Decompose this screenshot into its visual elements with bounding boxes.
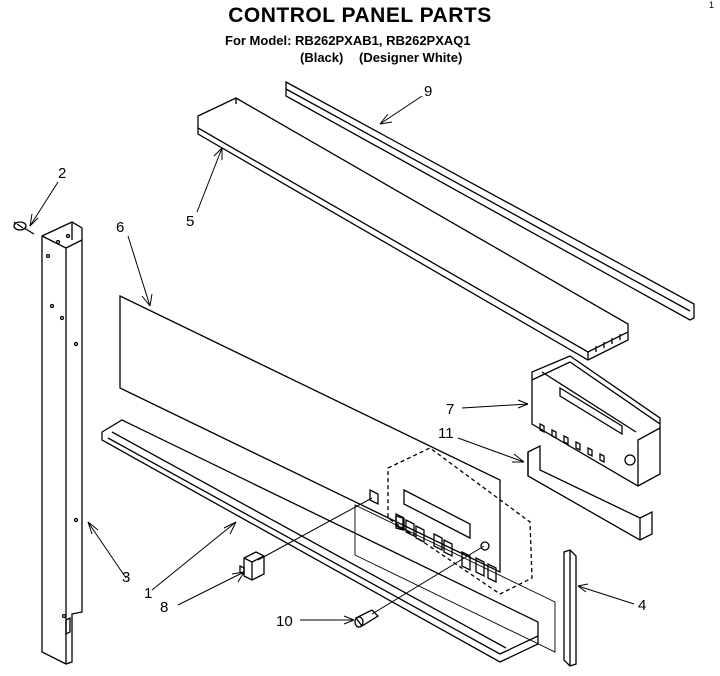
leader-lines (29, 95, 635, 625)
callout-4: 4 (638, 597, 646, 614)
part-3-side-bracket (41, 221, 83, 665)
callout-3: 3 (122, 569, 130, 586)
callout-1: 1 (144, 585, 152, 602)
variant-white: (Designer White) (358, 50, 463, 65)
callout-10: 10 (276, 613, 293, 630)
part-6-overlay-panel (119, 294, 501, 574)
callout-5: 5 (186, 213, 194, 230)
callout-6: 6 (116, 219, 124, 236)
callout-7: 7 (446, 401, 454, 418)
part-1-lower-trim (101, 419, 539, 663)
variant-black: (Black) (300, 50, 344, 65)
part-2-screw (13, 221, 35, 235)
callout-11: 11 (438, 425, 454, 442)
callout-9: 9 (424, 83, 432, 100)
part-8-switch (239, 551, 265, 581)
callout-labels: 9 5 2 6 3 1 8 10 7 11 4 (58, 83, 646, 630)
part-5-top-cap (197, 97, 629, 361)
diagram-title: CONTROL PANEL PARTS (228, 4, 492, 27)
part-10-knob (354, 609, 380, 628)
part-7-electronic-control (531, 355, 661, 487)
control-panel-face (354, 447, 556, 653)
part-9-trim-strip (285, 80, 695, 321)
callout-2: 2 (58, 165, 66, 182)
part-11-bracket (527, 444, 653, 541)
model-line: For Model: RB262PXAB1, RB262PXAQ1 (225, 33, 471, 48)
corner-mark: 1 (708, 0, 714, 10)
color-variants: (Black) (Designer White) (300, 50, 474, 65)
callout-8: 8 (160, 599, 168, 616)
part-4-vertical-trim (563, 549, 577, 667)
